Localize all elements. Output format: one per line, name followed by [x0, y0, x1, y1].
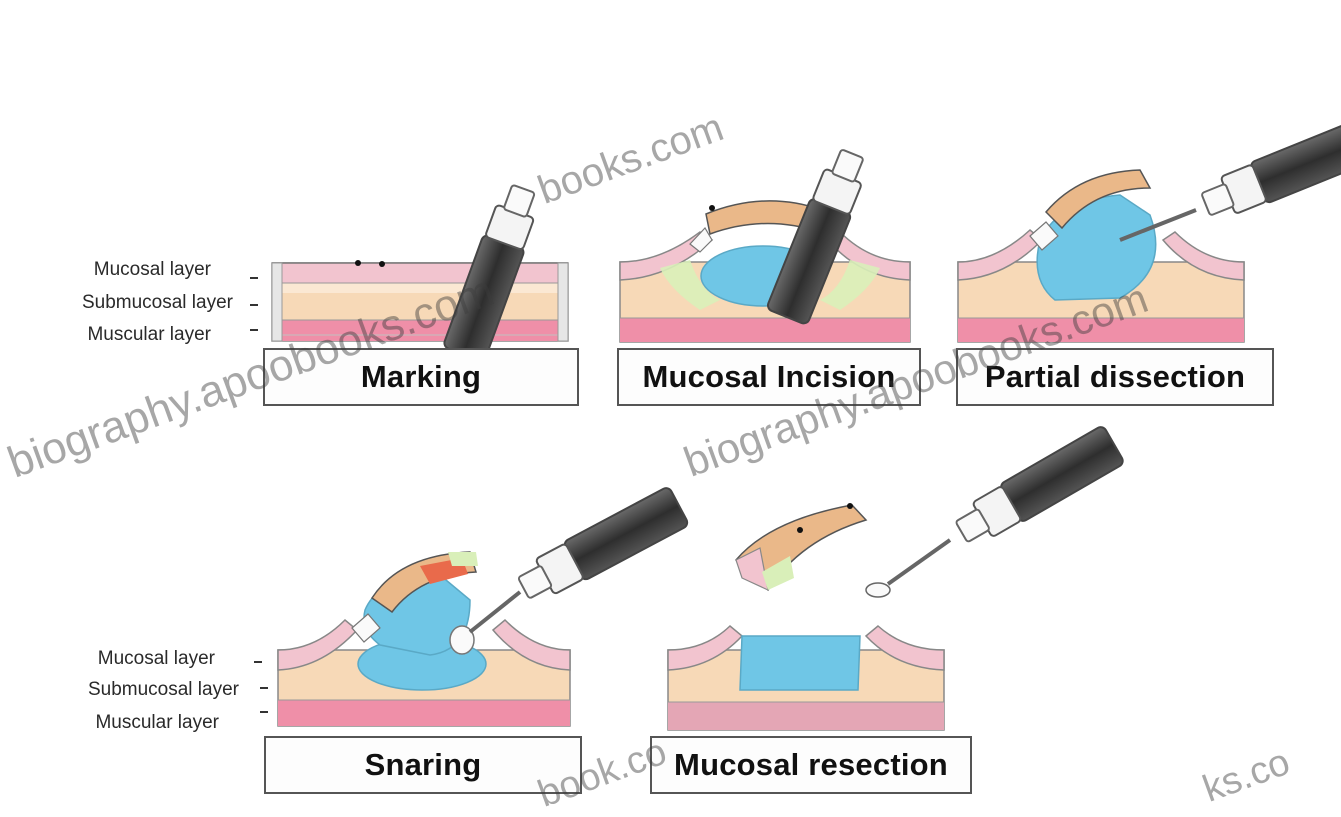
panel-incision-tissue — [620, 201, 910, 342]
caption-snaring: Snaring — [264, 736, 582, 794]
panel-snaring-endoscope — [470, 486, 689, 632]
label-muscular-layer: Muscular layer — [87, 324, 211, 346]
label-submucosal-layer: Submucosal layer — [82, 292, 233, 314]
panel-resection-tissue — [668, 626, 944, 730]
label-submucosal-layer: Submucosal layer — [88, 679, 239, 701]
layer-ticks — [250, 278, 268, 712]
panel-dissection-endoscope — [1120, 118, 1341, 240]
label-muscular-layer: Muscular layer — [95, 712, 219, 734]
panel-resection-endoscope — [866, 425, 1125, 597]
panel-resection-specimen — [736, 503, 866, 590]
resection-wound-fluid — [740, 636, 860, 690]
marking-dot — [379, 261, 385, 267]
label-mucosal-layer: Mucosal layer — [98, 648, 215, 670]
label-mucosal-layer: Mucosal layer — [94, 259, 211, 281]
caption-mucosal-resection: Mucosal resection — [650, 736, 972, 794]
marking-dot — [355, 260, 361, 266]
esd-diagram: Mucosal layer Submucosal layer Muscular … — [0, 0, 1341, 797]
